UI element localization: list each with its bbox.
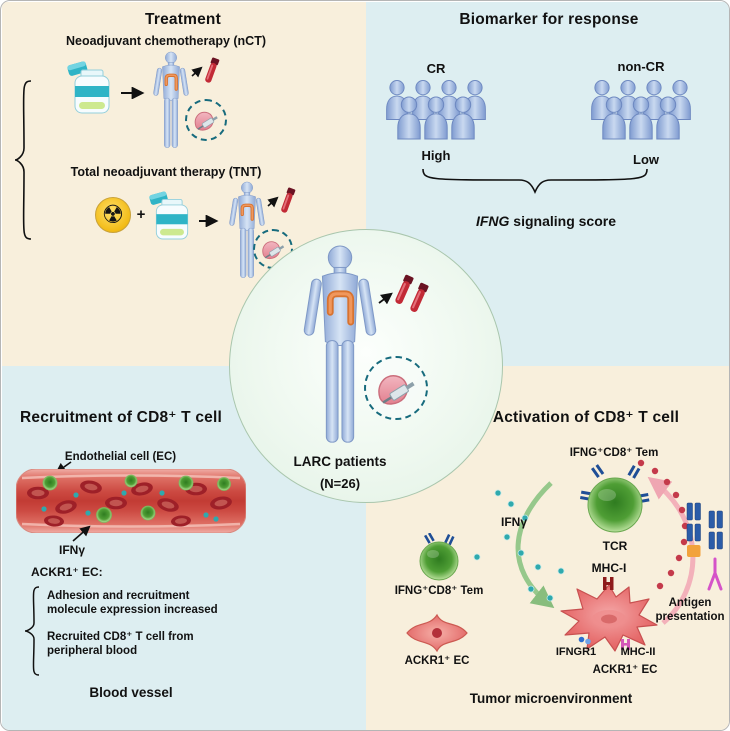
arrow-icon	[72, 525, 91, 542]
biomarker-brace	[422, 168, 648, 194]
tumor-cell-icon	[560, 577, 658, 652]
score-rest-text: signaling score	[509, 213, 617, 229]
mhc1-label: MHC-I	[591, 561, 627, 575]
activation-title: Activation of CD8⁺ T cell	[492, 409, 680, 426]
cd8-t-cell-icon	[419, 533, 459, 581]
treatment-brace	[14, 80, 32, 240]
tumor-microenvironment-caption: Tumor microenvironment	[469, 691, 633, 706]
biopsy-focus-circle	[364, 356, 428, 420]
medicine-bottle-icon	[67, 61, 117, 115]
antigen-presentation-label: Antigen presentation	[655, 597, 725, 623]
radiation-glyph: ☢	[101, 201, 125, 229]
ifng-score-label: IFNG signaling score	[426, 213, 666, 229]
antigen-dots	[637, 459, 689, 590]
non-cr-label: non-CR	[617, 59, 665, 74]
ifng-activation-label: IFNγ	[500, 515, 527, 529]
treatment-title: Treatment	[145, 11, 221, 28]
arrow-icon	[121, 87, 145, 99]
recruitment-brace	[24, 586, 40, 676]
biopsy-focus-circle	[185, 99, 227, 141]
cr-label: CR	[426, 61, 446, 76]
endothelial-cell-icon	[406, 613, 468, 653]
tem-top-label: IFNG⁺CD8⁺ Tem	[569, 447, 659, 459]
patient-crowd-icon	[386, 80, 486, 140]
center-patient-panel: LARC patients (N=26)	[229, 229, 503, 503]
cd8-t-cell-icon	[580, 464, 650, 533]
nct-label: Neoadjuvant chemotherapy (nCT)	[65, 34, 267, 48]
high-label: High	[421, 148, 451, 163]
ifng-label: IFNγ	[58, 543, 85, 557]
radiation-icon: ☢	[95, 197, 131, 233]
mhc2-label: MHC-II	[620, 646, 656, 658]
mhc1-icon	[603, 577, 614, 590]
ifng-gene-text: IFNG	[475, 213, 510, 229]
tnt-label: Total neoadjuvant therapy (TNT)	[70, 165, 262, 179]
ackr1-ec-right-label: ACKR1⁺ EC	[592, 664, 658, 676]
tcr-label: TCR	[602, 539, 628, 553]
blood-vessel-illustration	[16, 469, 246, 533]
antigen-presentation-icon	[686, 502, 723, 591]
ackr1-ec-label: ACKR1⁺ EC:	[31, 565, 103, 579]
arrow-icon	[378, 292, 393, 305]
patient-crowd-icon	[591, 80, 691, 140]
arrow-icon	[199, 215, 219, 227]
larc-patients-label: LARC patients	[293, 454, 387, 469]
bullet-recruited: Recruited CD8⁺ T cell from peripheral bl…	[47, 631, 194, 657]
ackr1-ec-left-label: ACKR1⁺ EC	[404, 655, 470, 667]
syringe-icon	[187, 101, 225, 139]
ifngr1-label: IFNGR1	[555, 646, 597, 658]
bullet-adhesion: Adhesion and recruitment molecule expres…	[47, 590, 218, 616]
biomarker-title: Biomarker for response	[459, 11, 639, 28]
arrow-icon	[191, 66, 203, 78]
ifng-molecule-dots	[473, 489, 565, 602]
plus-sign: +	[136, 206, 146, 223]
mhc2-icon	[621, 639, 630, 650]
syringe-icon	[366, 358, 426, 418]
blood-vessel-caption: Blood vessel	[89, 685, 173, 700]
ifngr1-icon	[578, 636, 591, 645]
arrow-icon	[267, 196, 279, 208]
ec-label: Endothelial cell (EC)	[64, 451, 177, 463]
tem-left-label: IFNG⁺CD8⁺ Tem	[394, 585, 484, 597]
n-label: (N=26)	[319, 476, 361, 491]
medicine-bottle-icon	[149, 191, 195, 241]
patient-figure-icon	[290, 244, 390, 449]
recruitment-title: Recruitment of CD8⁺ T cell	[20, 409, 222, 426]
low-label: Low	[633, 152, 659, 167]
